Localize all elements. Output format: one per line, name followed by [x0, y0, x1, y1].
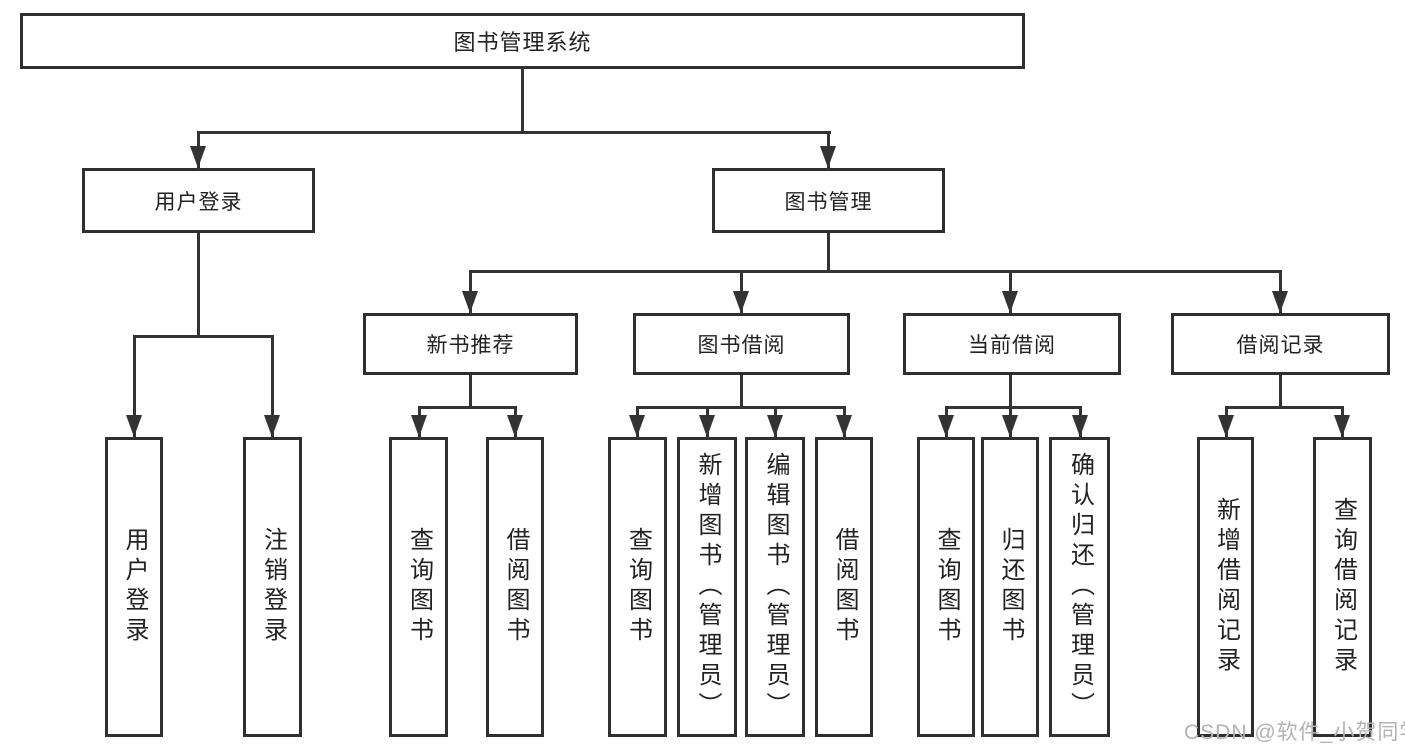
leaf-query-books-newbook: 查询图书: [389, 437, 448, 737]
arrowhead-down-icon: [1072, 415, 1088, 437]
node-label: 查询借阅记录: [1329, 497, 1357, 677]
leaf-borrow-books-newbook: 借阅图书: [486, 437, 544, 737]
connector-line: [271, 335, 274, 439]
node-label: 查询图书: [405, 527, 433, 647]
node-label: 用户登录: [121, 527, 148, 647]
node-label: 编辑图书（管理员）: [762, 452, 789, 722]
connector-line: [418, 406, 517, 409]
node-label: 用户登录: [154, 190, 243, 214]
leaf-confirm-return-admin: 确认归还（管理员）: [1049, 437, 1110, 737]
node-label: 确认归还（管理员）: [1066, 452, 1094, 722]
node-label: 图书管理: [784, 190, 873, 214]
node-library-management-system: 图书管理系统: [20, 13, 1025, 69]
connector-line: [133, 335, 274, 338]
leaf-borrow-books-borrowing: 借阅图书: [815, 437, 873, 737]
node-current-borrowing: 当前借阅: [903, 313, 1121, 375]
connector-line: [945, 406, 1082, 409]
connector-line: [1009, 375, 1012, 408]
leaf-logout: 注销登录: [243, 437, 302, 737]
node-label: 借阅记录: [1236, 334, 1325, 357]
connector-line: [133, 335, 136, 439]
arrowhead-down-icon: [733, 291, 749, 313]
node-label: 新书推荐: [426, 334, 515, 357]
node-label: 注销登录: [259, 527, 287, 647]
arrowhead-down-icon: [767, 415, 783, 437]
node-new-book-recommendation: 新书推荐: [363, 313, 578, 375]
arrowhead-down-icon: [1002, 415, 1018, 437]
arrowhead-down-icon: [836, 415, 852, 437]
connector-line: [1279, 375, 1282, 408]
arrowhead-down-icon: [264, 415, 280, 437]
node-label: 图书管理系统: [453, 30, 592, 55]
node-book-management: 图书管理: [712, 168, 945, 233]
arrowhead-down-icon: [507, 415, 523, 437]
node-label: 借阅图书: [831, 527, 858, 647]
connector-line: [636, 406, 846, 409]
connector-line: [197, 233, 200, 337]
connector-line: [521, 68, 524, 134]
leaf-query-books-current: 查询图书: [917, 437, 975, 737]
node-label: 新增借阅记录: [1212, 497, 1240, 677]
node-label: 归还图书: [997, 527, 1024, 647]
node-label: 借阅图书: [502, 527, 529, 647]
node-label: 查询图书: [933, 527, 960, 647]
node-label: 新增图书（管理员）: [694, 452, 721, 722]
arrowhead-down-icon: [1002, 291, 1018, 313]
node-borrowing-records: 借阅记录: [1171, 313, 1390, 375]
arrowhead-down-icon: [462, 291, 478, 313]
arrowhead-down-icon: [938, 415, 954, 437]
node-label: 图书借阅: [697, 334, 786, 357]
leaf-add-books-admin: 新增图书（管理员）: [677, 437, 737, 737]
leaf-edit-books-admin: 编辑图书（管理员）: [745, 437, 805, 737]
node-label: 查询图书: [624, 527, 652, 647]
arrowhead-down-icon: [699, 415, 715, 437]
arrowhead-down-icon: [629, 415, 645, 437]
connector-line: [827, 233, 830, 272]
leaf-user-login: 用户登录: [105, 437, 163, 737]
arrowhead-down-icon: [1334, 415, 1350, 437]
connector-line: [740, 375, 743, 408]
leaf-add-borrow-record: 新增借阅记录: [1197, 437, 1254, 737]
arrowhead-down-icon: [1218, 415, 1234, 437]
leaf-query-borrow-record: 查询借阅记录: [1313, 437, 1372, 737]
connector-line: [469, 270, 1282, 273]
arrowhead-down-icon: [190, 146, 206, 168]
connector-line: [1225, 406, 1344, 409]
arrowhead-down-icon: [820, 146, 836, 168]
arrowhead-down-icon: [1272, 291, 1288, 313]
connector-line: [469, 375, 472, 408]
arrowhead-down-icon: [126, 415, 142, 437]
leaf-query-books-borrowing: 查询图书: [608, 437, 667, 737]
watermark-text: CSDN @软件_小贺同学: [1184, 721, 1405, 744]
node-book-borrowing: 图书借阅: [633, 313, 850, 375]
connector-line: [197, 131, 831, 134]
node-user-login: 用户登录: [82, 168, 315, 233]
arrowhead-down-icon: [411, 415, 427, 437]
node-label: 当前借阅: [968, 334, 1056, 357]
leaf-return-books: 归还图书: [981, 437, 1039, 737]
